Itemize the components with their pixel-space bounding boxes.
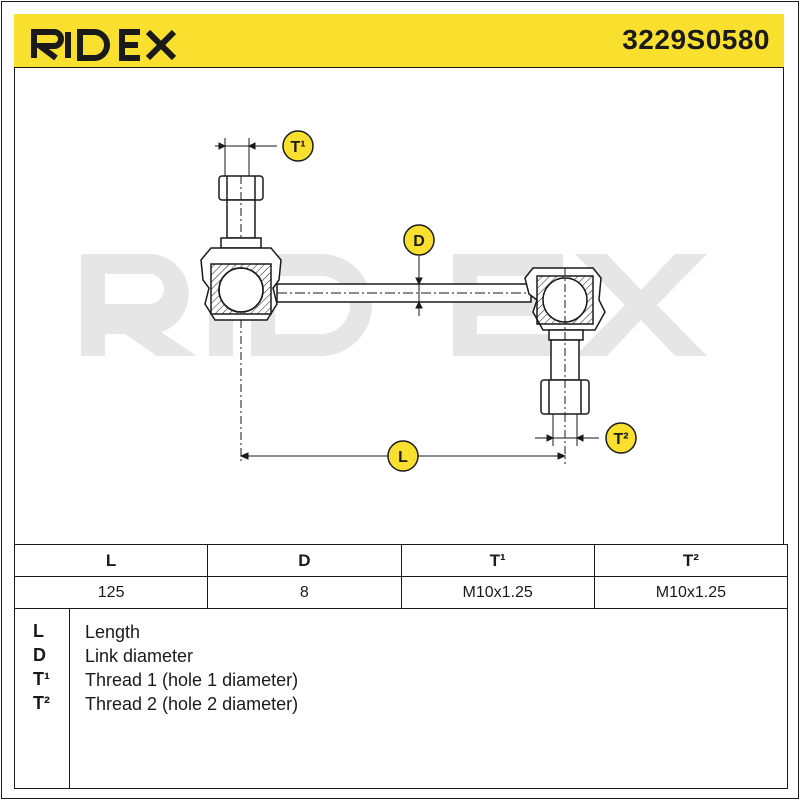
legend-symbol: D bbox=[33, 645, 46, 665]
t1-badge-label: T¹ bbox=[290, 139, 305, 156]
l-badge bbox=[387, 440, 419, 472]
left-joint bbox=[200, 175, 282, 321]
legend-symbol: T¹ bbox=[33, 669, 50, 689]
spec-header-t1: T¹ bbox=[400, 544, 595, 577]
spec-table: L D T¹ T² 125 8 M10x1.25 M10x1.25 bbox=[13, 544, 789, 609]
d-dimension bbox=[415, 256, 423, 316]
t1-badge bbox=[282, 130, 314, 162]
spec-header-d: D bbox=[207, 544, 402, 577]
technical-drawing: T¹ bbox=[14, 68, 784, 544]
legend: L Length D Link diameter T¹ Thread 1 (ho… bbox=[14, 609, 788, 789]
legend-description: Length bbox=[85, 622, 141, 642]
legend-divider bbox=[69, 609, 70, 788]
legend-item: T¹ Thread 1 (hole 1 diameter) bbox=[15, 669, 785, 693]
link-rod bbox=[276, 283, 532, 303]
spec-header-l: L bbox=[13, 544, 209, 577]
spec-header-t2: T² bbox=[593, 544, 789, 577]
legend-symbol: T² bbox=[33, 693, 50, 713]
legend-item: T² Thread 2 (hole 2 diameter) bbox=[15, 693, 785, 717]
right-joint bbox=[524, 267, 606, 415]
t2-dimension bbox=[535, 414, 599, 446]
header-bar: 3229S0580 bbox=[14, 14, 784, 68]
legend-description: Link diameter bbox=[85, 646, 194, 666]
ridex-logo bbox=[31, 29, 177, 61]
legend-description: Thread 2 (hole 2 diameter) bbox=[85, 694, 299, 714]
d-badge bbox=[403, 224, 435, 256]
t2-badge bbox=[605, 422, 637, 454]
legend-item: D Link diameter bbox=[15, 645, 785, 669]
l-badge-label: L bbox=[398, 449, 408, 466]
legend-item: L Length bbox=[15, 621, 785, 645]
part-number: 3229S0580 bbox=[622, 24, 770, 55]
spec-table-header-row: L D T¹ T² bbox=[13, 544, 789, 577]
spec-value-d: 8 bbox=[207, 576, 402, 609]
t2-badge-label: T² bbox=[613, 431, 628, 448]
stabilizer-link-diagram: T¹ bbox=[81, 130, 707, 472]
d-badge-label: D bbox=[413, 233, 425, 250]
legend-symbol: L bbox=[33, 621, 44, 641]
spec-value-t2: M10x1.25 bbox=[593, 576, 789, 609]
legend-description: Thread 1 (hole 1 diameter) bbox=[85, 670, 299, 690]
watermark-logo bbox=[81, 254, 707, 356]
spec-table-value-row: 125 8 M10x1.25 M10x1.25 bbox=[13, 576, 789, 609]
spec-value-l: 125 bbox=[13, 576, 209, 609]
spec-value-t1: M10x1.25 bbox=[400, 576, 595, 609]
